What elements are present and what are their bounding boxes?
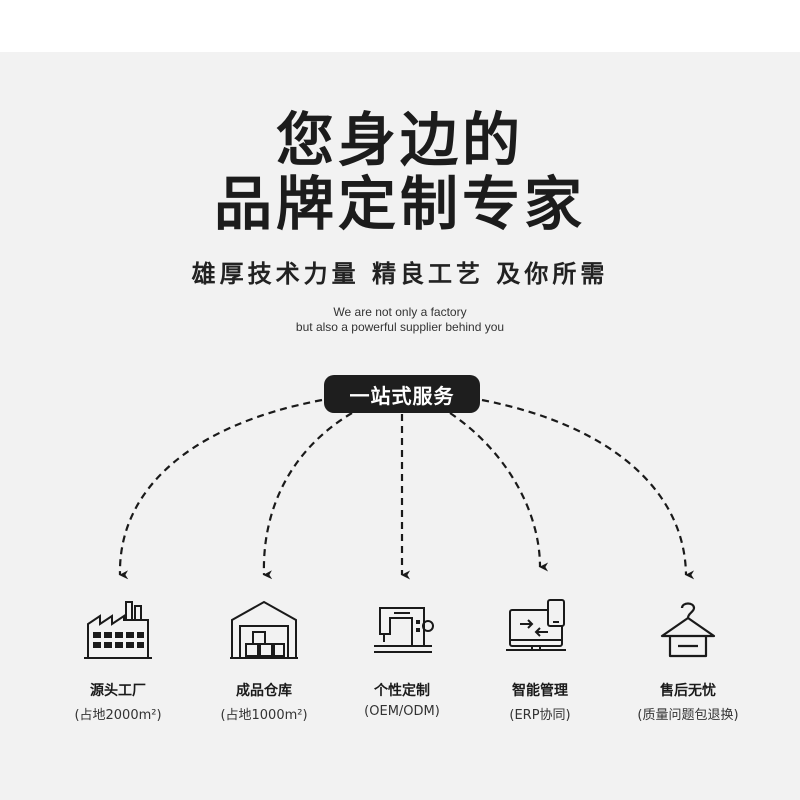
service-detail: (ERP协同) — [509, 708, 571, 723]
service-name: 售后无忧 — [660, 683, 716, 699]
headline-line-1: 您身边的 — [275, 106, 524, 174]
arrow-to-warehouse — [262, 412, 353, 580]
english-line-2: but also a powerful supplier behind you — [295, 320, 505, 334]
service-warehouse: 成品仓库 (占地1000m²) — [194, 598, 334, 723]
english-line-1: We are not only a factory — [333, 305, 467, 319]
arrow-to-aftersales — [481, 398, 695, 580]
service-factory: 源头工厂 (占地2000m²) — [48, 598, 188, 723]
arrow-to-management — [449, 412, 549, 572]
service-name: 成品仓库 — [236, 683, 292, 699]
hanger-icon — [660, 602, 716, 658]
service-aftersales: 售后无忧 (质量问题包退换) — [618, 598, 758, 723]
computer-phone-sync-icon — [506, 599, 566, 651]
service-name: 源头工厂 — [90, 683, 146, 699]
service-name: 智能管理 — [512, 683, 568, 699]
warehouse-icon — [230, 600, 298, 659]
service-name: 个性定制 — [374, 683, 430, 699]
background-panel — [0, 52, 800, 800]
arrow-to-factory — [118, 398, 323, 580]
one-stop-service-badge: 一站式服务 — [324, 375, 480, 413]
service-customization: 个性定制 (OEM/ODM) — [332, 598, 472, 719]
headline-line-2: 品牌定制专家 — [213, 170, 586, 238]
service-detail: (质量问题包退换) — [637, 708, 739, 723]
service-detail: (占地1000m²) — [220, 708, 308, 723]
tagline: 雄厚技术力量 精良工艺 及你所需 — [191, 260, 609, 288]
factory-icon — [84, 601, 152, 659]
sewing-machine-icon — [374, 607, 434, 653]
service-detail: (OEM/ODM) — [364, 704, 440, 719]
service-management: 智能管理 (ERP协同) — [470, 598, 610, 723]
service-detail: (占地2000m²) — [74, 708, 162, 723]
